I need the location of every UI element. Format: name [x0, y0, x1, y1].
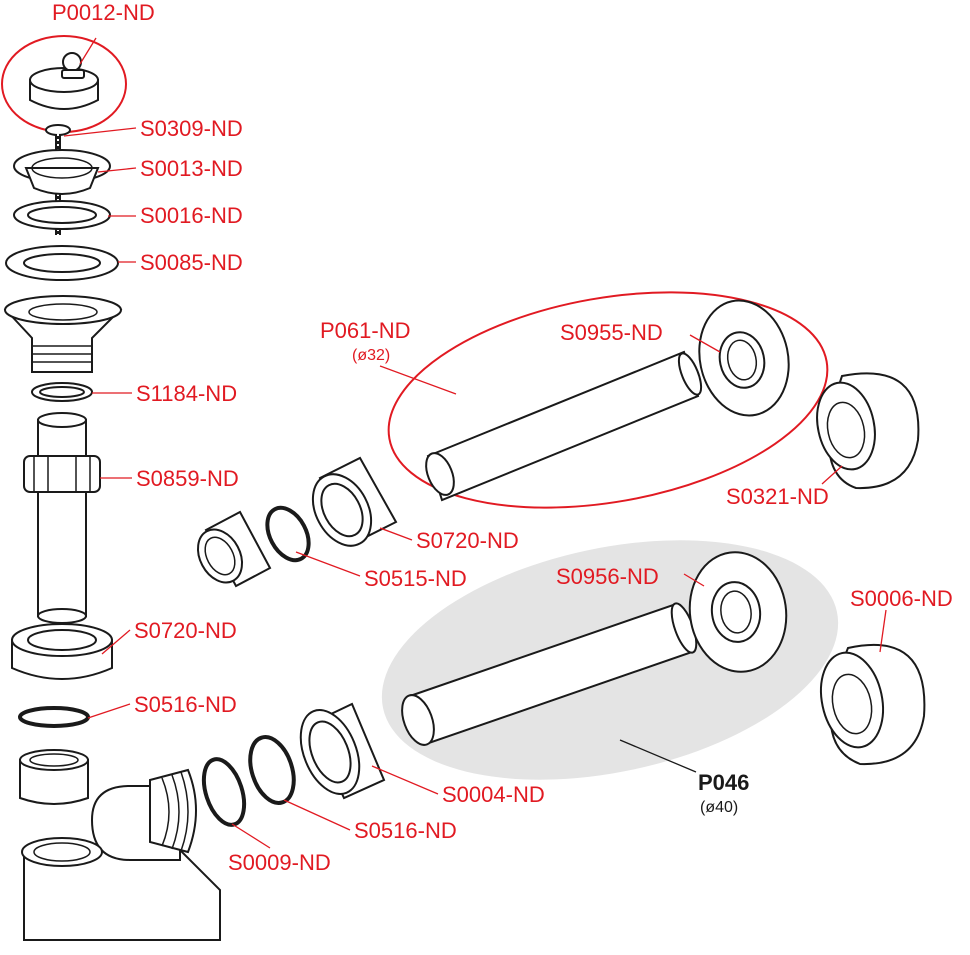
pipe-p061 — [425, 350, 703, 502]
label-s0516-mid: S0516-ND — [354, 818, 457, 843]
pipe-p046 — [401, 602, 698, 746]
rosette-s0956 — [688, 551, 788, 673]
plug-with-ring — [29, 52, 99, 110]
leader-s0515 — [295, 551, 361, 577]
sleeve-mid-upper — [196, 510, 272, 588]
label-p0012: P0012-ND — [52, 0, 155, 25]
nut-s0720-mid — [311, 456, 398, 547]
reducer-sleeve — [19, 749, 89, 805]
trap-body — [21, 768, 221, 941]
leader-s0004 — [371, 765, 439, 795]
leader-p0012 — [79, 37, 97, 65]
label-s1184: S1184-ND — [136, 381, 237, 406]
leader-p046 — [619, 739, 697, 773]
washer-s0085 — [5, 245, 119, 281]
vertical-pipe — [23, 412, 101, 624]
label-p061: P061-ND — [320, 318, 410, 343]
nut-s0004 — [299, 702, 386, 800]
label-s0515: S0515-ND — [364, 566, 467, 591]
label-s0956: S0956-ND — [556, 564, 659, 589]
label-s0859: S0859-ND — [136, 466, 239, 491]
rosette-s0955 — [698, 299, 790, 417]
label-s0309: S0309-ND — [140, 116, 243, 141]
leader-s0321 — [821, 465, 843, 485]
leader-s0720-mid — [379, 527, 413, 541]
washer-s1184 — [31, 382, 93, 402]
label-p046: P046 — [698, 770, 749, 795]
label-s0016: S0016-ND — [140, 203, 243, 228]
grid-flange — [13, 149, 111, 195]
label-s0085: S0085-ND — [140, 250, 243, 275]
oring-s0009 — [201, 757, 247, 827]
leader-s0720-left — [101, 629, 131, 655]
leader-s0516-mid — [283, 799, 351, 831]
label-s0009: S0009-ND — [228, 850, 331, 875]
label-s0955: S0955-ND — [560, 320, 663, 345]
p061-kit-outline — [387, 291, 829, 509]
leader-s0955 — [689, 334, 721, 353]
leader-s0006 — [879, 609, 887, 653]
label-s0720-mid: S0720-ND — [416, 528, 519, 553]
leader-s0013 — [97, 167, 137, 173]
leader-p061 — [379, 365, 457, 395]
oring-s0516-left — [18, 706, 90, 728]
oring-s0515 — [265, 505, 311, 563]
label-s0006: S0006-ND — [850, 586, 953, 611]
label-s0004: S0004-ND — [442, 782, 545, 807]
cover-s0321 — [816, 372, 920, 490]
leader-s0009 — [231, 823, 271, 849]
leader-s0956 — [683, 573, 705, 587]
washer-s0016 — [13, 200, 111, 230]
label-p046-sub: (ø40) — [700, 799, 738, 816]
leader-s0309 — [63, 127, 137, 137]
oring-s0516-mid — [248, 735, 296, 805]
label-p061-sub: (ø32) — [352, 347, 390, 364]
label-s0321: S0321-ND — [726, 484, 829, 509]
cover-s0006 — [820, 643, 926, 766]
label-s0516-left: S0516-ND — [134, 692, 237, 717]
waste-body — [3, 295, 123, 373]
label-s0013: S0013-ND — [140, 156, 243, 181]
nut-s0720-left — [11, 623, 113, 680]
label-s0720-left: S0720-ND — [134, 618, 237, 643]
leader-s0516-left — [87, 703, 131, 719]
